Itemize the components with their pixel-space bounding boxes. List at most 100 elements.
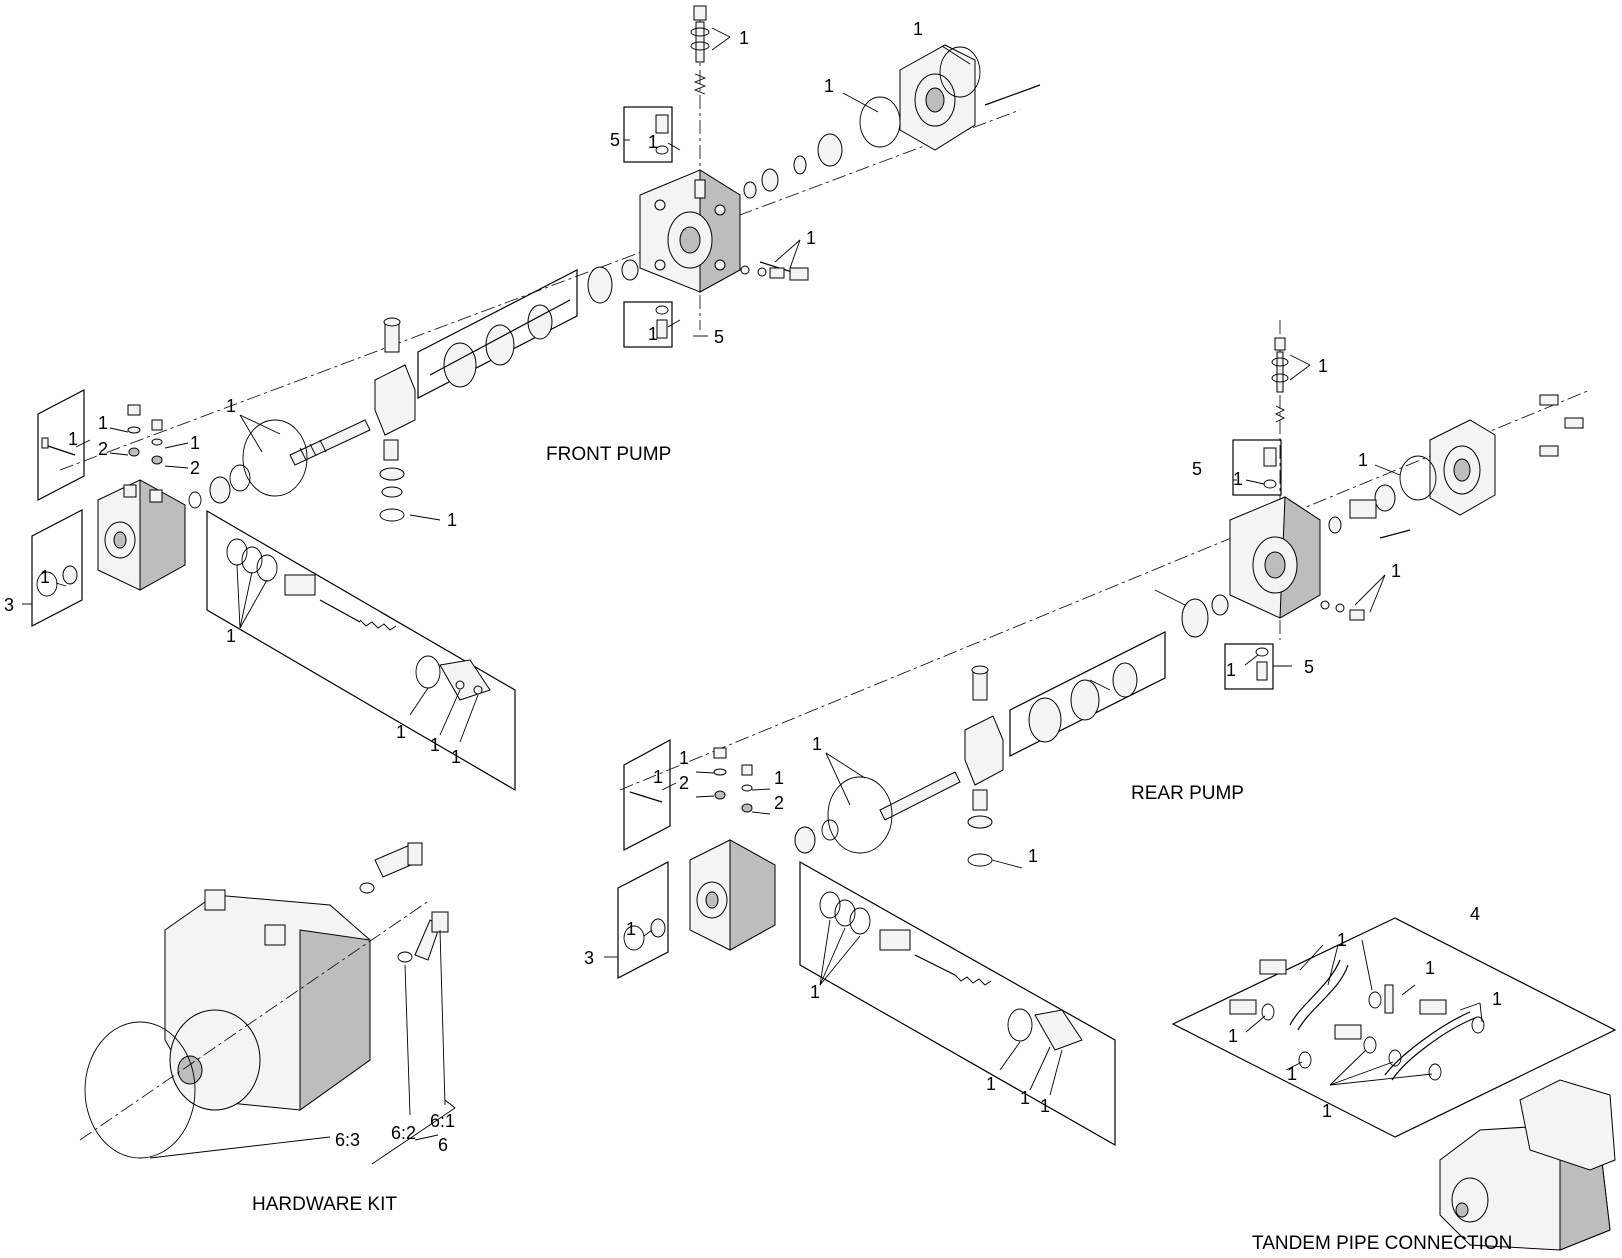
front-end-cap [859,44,1041,151]
callout: 1 [1337,930,1347,950]
callout: 1 [653,767,663,787]
rear-rotating-group-kit [1009,631,1166,757]
callout: 1 [774,768,784,788]
front-swashplate [374,317,416,522]
callout: 1 [679,748,689,768]
callout-numbers: 1 1 1 5 1 1 1 5 1 1 1 2 1 2 1 3 1 1 1 1 … [4,19,1502,1155]
callout: 4 [1470,904,1480,924]
front-relief-valve-stack [690,5,710,199]
front-pump-assembly [31,5,1041,792]
hardware-o-ring [84,1021,196,1159]
callout: 1 [1233,469,1243,489]
rear-swashplate [964,665,1004,867]
rear-valve-plate [1181,598,1209,638]
tandem-pipe-connection-title: TANDEM PIPE CONNECTION [1252,1233,1512,1254]
callout: 6:1 [430,1111,455,1131]
callout: 1 [1228,1026,1238,1046]
leader-lines [22,27,1483,1165]
hardware-bolt-lower [397,911,449,963]
front-plug-kit [37,389,85,501]
front-gauge-fittings [740,265,785,279]
callout: 1 [1322,1101,1332,1121]
front-rotating-group-kit [417,269,578,399]
callout: 1 [1020,1088,1030,1108]
callout: 5 [1304,657,1314,677]
callout: 1 [1391,561,1401,581]
callout: 1 [812,734,822,754]
front-pump-housing [97,479,186,591]
callout: 6:2 [391,1123,416,1143]
rear-center-section [1229,496,1321,619]
callout: 1 [824,76,834,96]
callout: 1 [190,433,200,453]
callout: 1 [1358,450,1368,470]
front-large-o-ring [242,419,308,497]
tandem-pump-illustration [1439,1079,1616,1251]
rear-input-shaft [879,771,961,821]
callout: 3 [4,595,14,615]
callout: 1 [648,132,658,152]
rear-gauge-fittings [1320,600,1365,621]
callout: 6 [438,1135,448,1155]
callout: 1 [40,567,50,587]
callout: 1 [1226,660,1236,680]
front-control-seal-kit [206,509,516,792]
front-pump-title: FRONT PUMP [546,444,671,465]
front-shaft-seal-kit [31,509,83,627]
callout: 1 [913,19,923,39]
callout: 5 [610,130,620,150]
front-center-section [639,169,741,293]
callout: 1 [810,982,820,1002]
callout: 2 [774,793,784,813]
hardware-kit-title: HARDWARE KIT [252,1194,397,1215]
callout: 6:3 [335,1130,360,1150]
front-valve-plate [587,266,613,304]
callout: 1 [1492,989,1502,1009]
rear-pump-assembly [617,320,1591,1147]
callout: 5 [1192,459,1202,479]
callout: 2 [679,773,689,793]
callout: 1 [1028,846,1038,866]
callout: 1 [1287,1064,1297,1084]
callout: 2 [190,458,200,478]
rear-shaft-seal-kit [617,861,669,979]
callout: 1 [430,735,440,755]
rear-control-seal-kit [799,860,1116,1147]
rear-end-cap [1399,394,1584,516]
callout: 1 [986,1074,996,1094]
callout: 1 [451,747,461,767]
callout: 1 [626,919,636,939]
rear-check-valve-lower [1224,643,1274,690]
callout: 3 [584,948,594,968]
front-bearing [621,259,639,281]
rear-relief-valve-stack [1271,337,1289,423]
rear-large-o-ring [827,776,893,854]
front-rear-shaft-parts [743,133,843,281]
tandem-pipe-kit [1171,917,1617,1251]
callout: 2 [98,439,108,459]
front-housing-fittings [127,404,163,465]
rear-plug-kit [623,738,671,851]
callout: 1 [1318,356,1328,376]
hardware-bolt-upper [359,842,423,894]
rear-pump-housing [689,839,776,951]
callout: 1 [396,722,406,742]
rear-pump-title: REAR PUMP [1131,783,1244,804]
callout: 1 [226,626,236,646]
front-input-shaft [289,419,371,466]
front-check-valve-upper [623,106,673,163]
rear-check-valve-upper [1232,439,1282,496]
rear-housing-fittings [713,747,753,813]
callout: 1 [806,228,816,248]
callout: 1 [648,324,658,344]
callout: 1 [739,28,749,48]
callout: 1 [1425,958,1435,978]
callout: 1 [447,510,457,530]
rear-shaft-parts [1328,484,1411,539]
callout: 5 [714,327,724,347]
callout: 1 [1040,1096,1050,1116]
hardware-kit-assembly [79,842,449,1159]
callout: 1 [98,413,108,433]
callout: 1 [68,429,78,449]
